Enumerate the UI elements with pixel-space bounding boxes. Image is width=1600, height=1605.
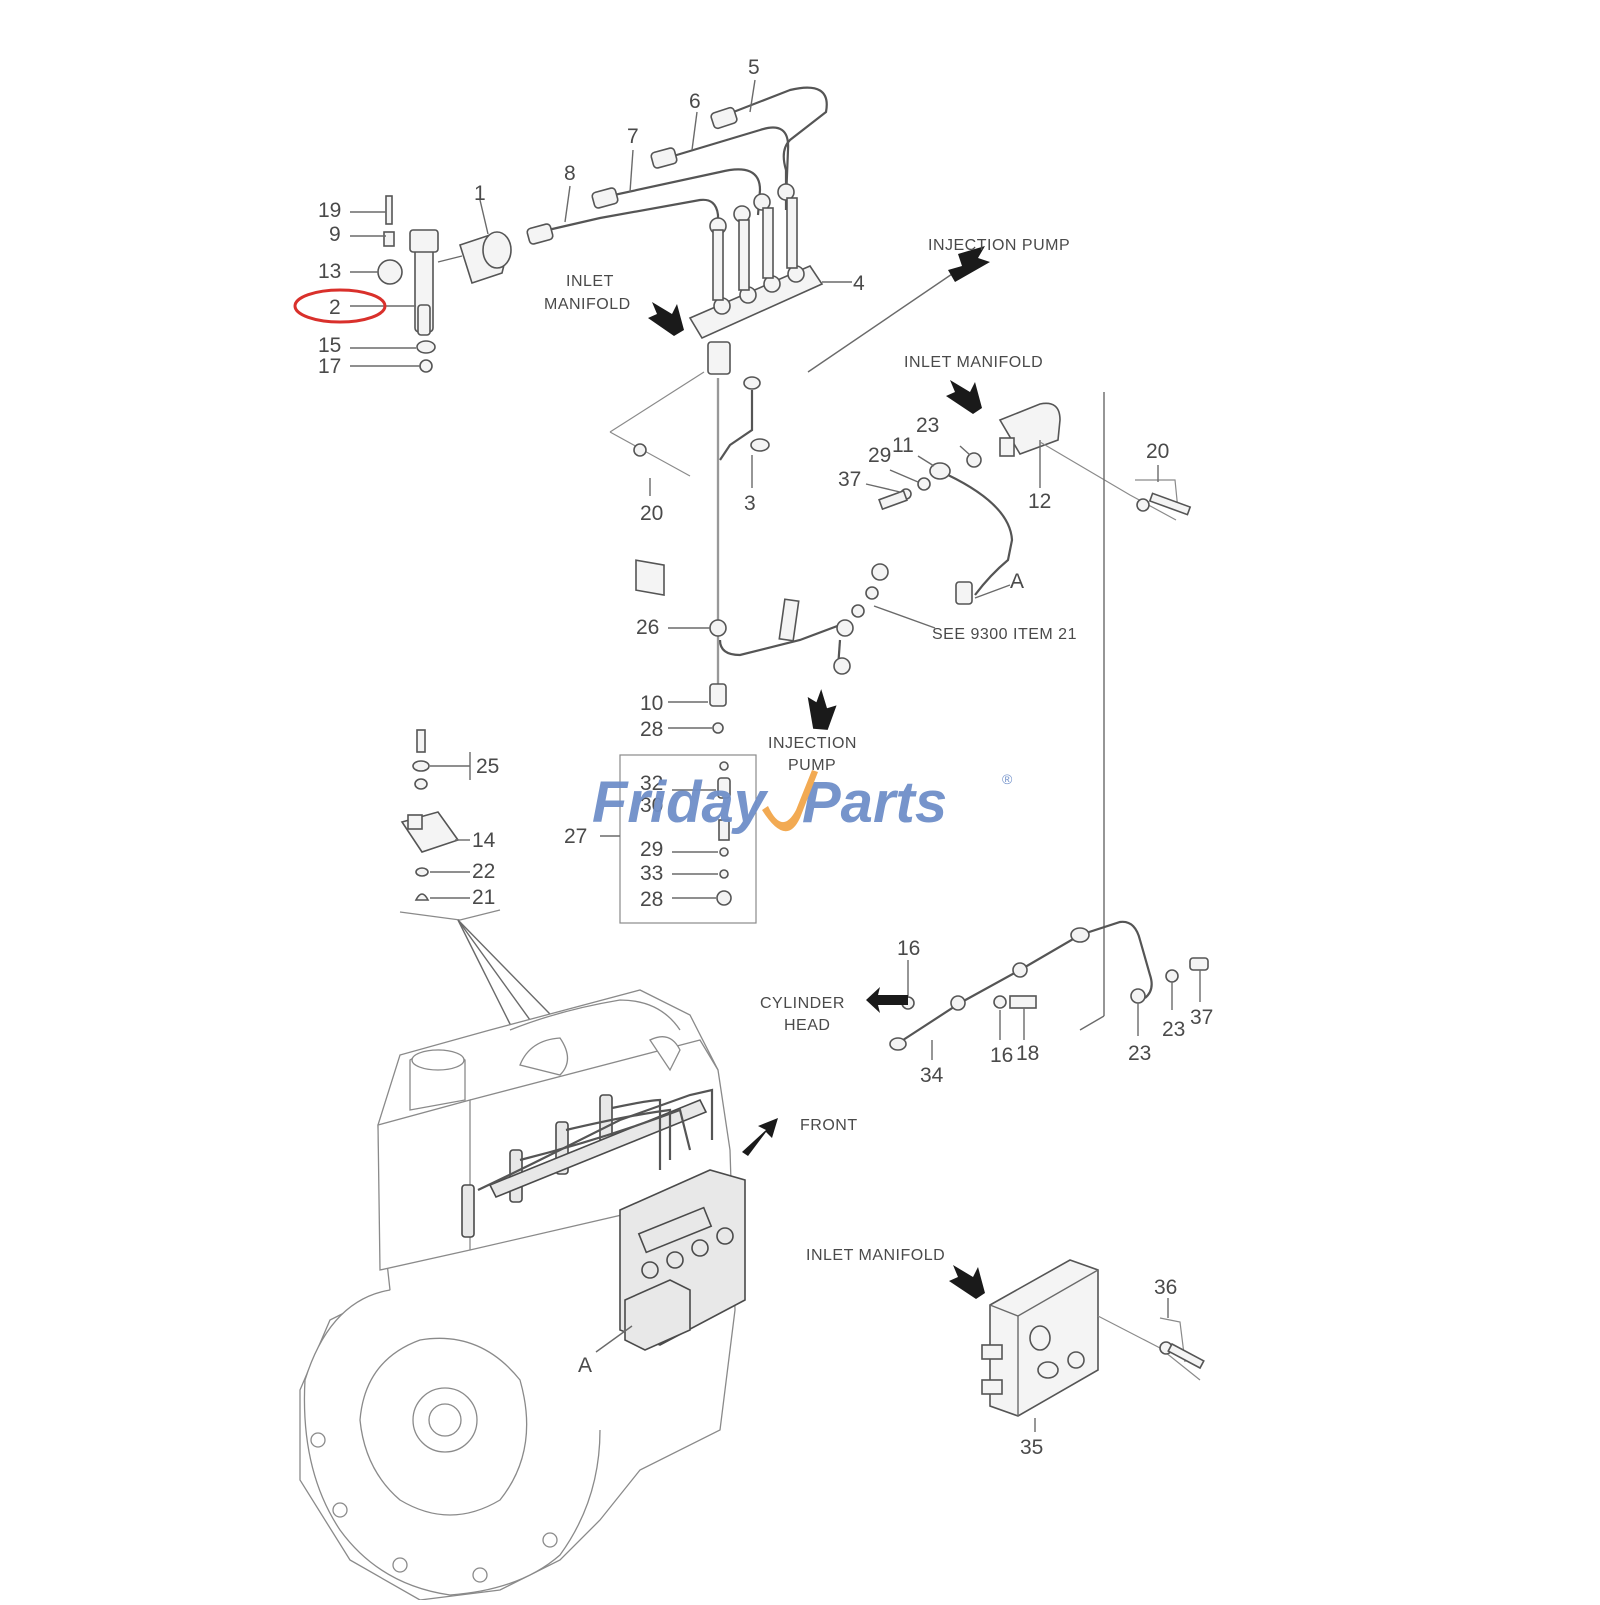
callout-22: 22: [472, 860, 495, 883]
callout-6: 6: [689, 90, 701, 113]
highlight-circle-item-2: [293, 288, 387, 324]
reference-labels: INJECTION PUMP INLET MANIFOLD INLET MANI…: [544, 237, 1077, 1377]
label-injection-pump-short-2: PUMP: [788, 757, 836, 774]
callout-10: 10: [640, 692, 663, 715]
engine-block: [299, 989, 746, 1601]
label-ref-a-bottom: A: [578, 1354, 592, 1377]
callout-18: 18: [1016, 1042, 1039, 1065]
label-cylinder-head-1: CYLINDER: [760, 995, 845, 1012]
callout-20-left: 20: [640, 502, 663, 525]
callout-4: 4: [853, 272, 865, 295]
label-inlet-bottom: INLET MANIFOLD: [806, 1247, 945, 1264]
callout-25: 25: [476, 755, 499, 778]
lower-return-line: [889, 920, 1209, 1060]
leak-off-line: [865, 392, 1192, 1016]
arrow-inlet-manifold-mid: [946, 380, 982, 414]
callout-27: 27: [564, 825, 587, 848]
callout-28-top: 28: [640, 718, 663, 741]
callout-5: 5: [748, 56, 760, 79]
bracket-35: [981, 1259, 1205, 1432]
label-injection-pump-short-1: INJECTION: [768, 735, 857, 752]
watermark-parts: Parts: [802, 770, 947, 835]
label-injection-pump: INJECTION PUMP: [928, 237, 1070, 254]
callout-3: 3: [744, 492, 756, 515]
callout-7: 7: [627, 125, 639, 148]
callout-19: 19: [318, 199, 341, 222]
callout-1: 1: [474, 182, 486, 205]
callout-21: 21: [472, 886, 495, 909]
callout-13: 13: [318, 260, 341, 283]
fuel-rail: [688, 197, 852, 375]
callout-37-top: 37: [838, 468, 861, 491]
label-inlet-mid: INLET MANIFOLD: [904, 354, 1043, 371]
callout-28-bottom: 28: [640, 888, 663, 911]
arrow-front: [742, 1118, 778, 1156]
kit-27: [600, 754, 757, 924]
callout-29-top: 29: [868, 444, 891, 467]
direction-arrows: [648, 246, 990, 1299]
callout-32: 32: [640, 772, 663, 795]
arrow-inlet-manifold-top: [648, 302, 684, 336]
arrow-injection-pump-short: [807, 689, 837, 730]
callout-23-top: 23: [916, 414, 939, 437]
arrow-injection-pump: [948, 246, 990, 282]
watermark-friday: Friday: [592, 770, 769, 835]
engine-injection-pump: [595, 1169, 746, 1353]
arrow-cylinder-head: [866, 987, 908, 1013]
callout-8: 8: [564, 162, 576, 185]
label-cylinder-head-2: HEAD: [784, 1017, 830, 1034]
callout-30: 30: [640, 794, 663, 817]
engine-injectors: [461, 1088, 714, 1238]
callout-12: 12: [1028, 490, 1051, 513]
callout-20-right: 20: [1146, 440, 1169, 463]
callout-11: 11: [892, 434, 914, 457]
callout-26: 26: [636, 616, 659, 639]
callout-35: 35: [1020, 1436, 1043, 1459]
return-line: [609, 271, 956, 690]
watermark-registered: ®: [1002, 771, 1013, 787]
callout-23-bottom-right: 23: [1162, 1018, 1185, 1041]
callout-16-top: 16: [897, 937, 920, 960]
callout-numbers: 1 2 3 4 5 6 7 8 9 10 11 12 13 14 15 16 1…: [318, 56, 1213, 1459]
callout-29-kit: 29: [640, 838, 663, 861]
label-inlet-top-1: INLET: [566, 273, 614, 290]
callout-36: 36: [1154, 1276, 1177, 1299]
fuel-pipes: [526, 79, 828, 245]
watermark-swoosh: [762, 770, 818, 832]
callout-34: 34: [920, 1064, 944, 1087]
callout-14: 14: [472, 829, 496, 852]
callout-15: 15: [318, 334, 341, 357]
overflow-pipes: [668, 563, 936, 734]
callout-37-bottom: 37: [1190, 1006, 1213, 1029]
callout-2: 2: [329, 296, 341, 319]
callout-9: 9: [329, 223, 341, 246]
label-inlet-top-2: MANIFOLD: [544, 296, 631, 313]
callout-17: 17: [318, 355, 341, 378]
callout-23-bottom-left: 23: [1128, 1042, 1151, 1065]
watermark-logo: Friday Parts ®: [592, 770, 1013, 835]
arrow-inlet-manifold-bottom: [949, 1265, 985, 1299]
label-front: FRONT: [800, 1117, 858, 1134]
callout-33: 33: [640, 862, 663, 885]
callout-16-bottom: 16: [990, 1044, 1013, 1067]
injector-assembly: [350, 195, 512, 373]
label-ref-a-top: A: [1010, 570, 1024, 593]
label-see-item: SEE 9300 ITEM 21: [932, 626, 1077, 643]
